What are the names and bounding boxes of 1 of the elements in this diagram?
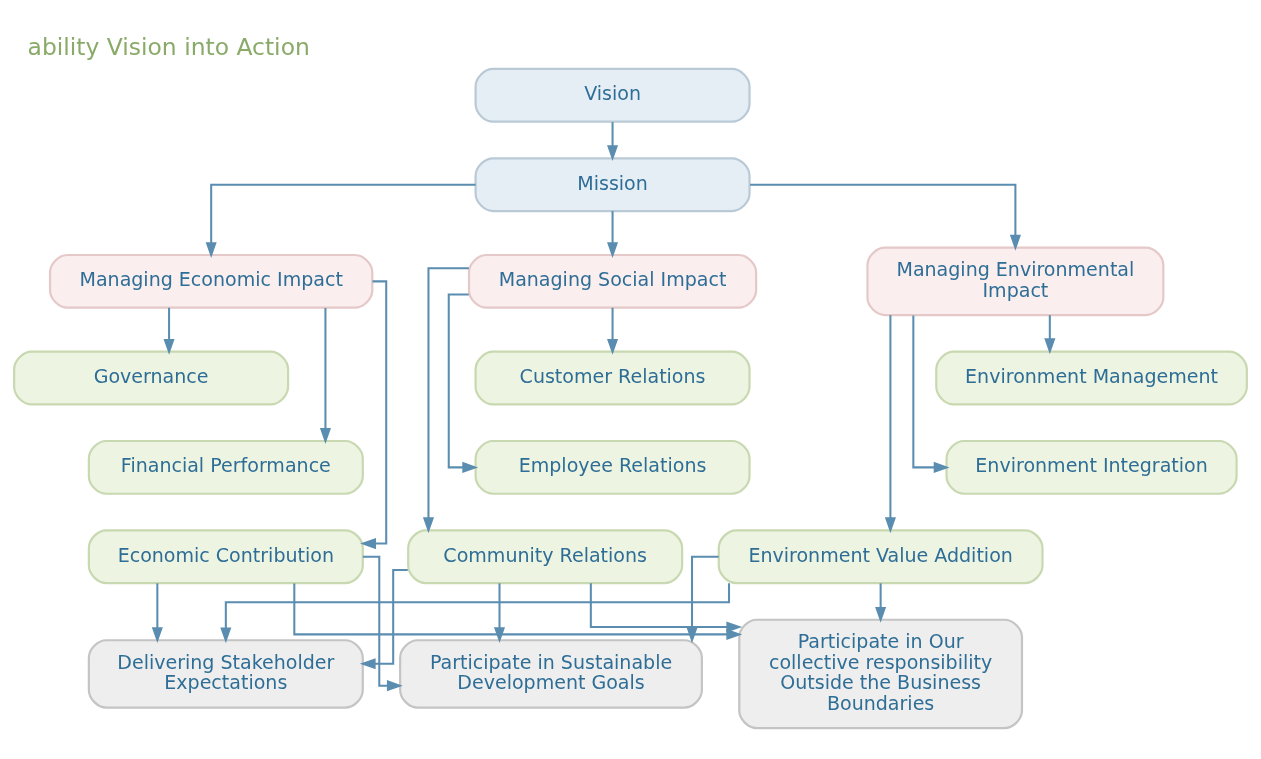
- diagram-title: ability Vision into Action: [27, 33, 310, 62]
